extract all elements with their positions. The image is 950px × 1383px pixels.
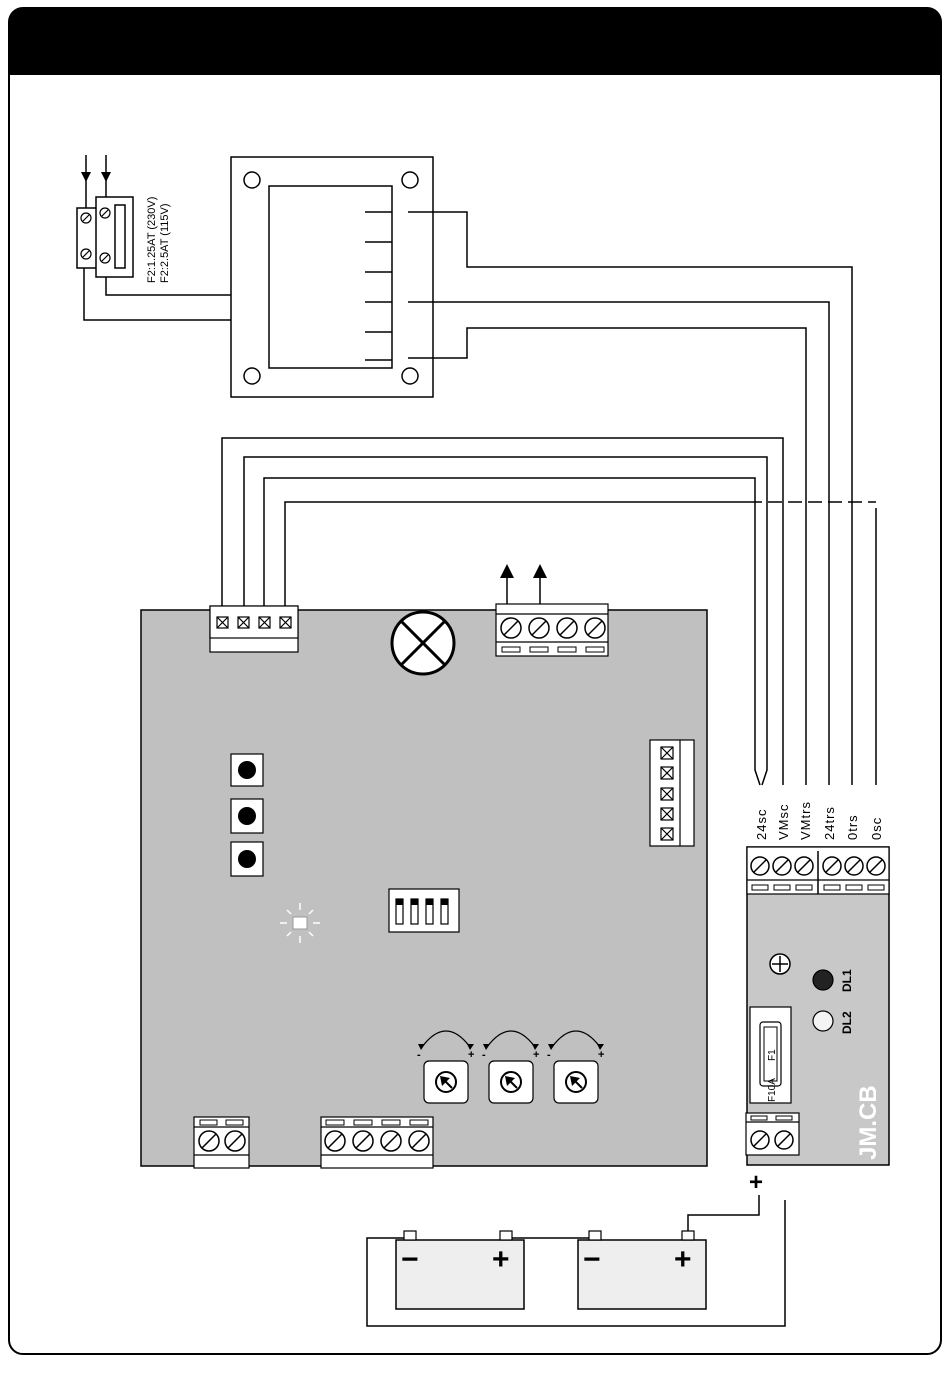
fuse-f1-label: F1 — [767, 1049, 778, 1061]
side-connector — [650, 740, 694, 846]
terminal-label-0trs: 0trs — [845, 814, 860, 840]
module-battery-terminal — [746, 1113, 799, 1155]
lamp-icon — [392, 612, 454, 674]
fuse-rating-label-1: F2:1.25AT (230V) — [146, 197, 158, 283]
trimmer-plus-label: + — [533, 1049, 539, 1061]
trimmer-minus-label: - — [417, 1049, 421, 1061]
led-dl1-label: DL1 — [840, 969, 854, 992]
transformer — [231, 157, 433, 397]
adjust-screw-icon — [770, 954, 790, 974]
led-dl1-icon — [813, 970, 833, 990]
terminal-label-0sc: 0sc — [869, 817, 884, 840]
fuse-holder — [77, 197, 133, 277]
push-buttons — [231, 754, 263, 876]
terminal-label-vmtrs: VMtrs — [798, 801, 813, 840]
trimmer-plus-label: + — [468, 1049, 474, 1061]
battery-2-minus: − — [583, 1243, 601, 1276]
battery-1-plus: + — [492, 1243, 510, 1276]
bottom-terminal-2 — [194, 1117, 249, 1168]
bottom-terminal-4 — [321, 1117, 433, 1168]
fuse-rating-label-2: F2:2.5AT (115V) — [159, 204, 171, 283]
terminal-label-24sc: 24sc — [754, 809, 769, 840]
trimmer-minus-label: - — [482, 1049, 486, 1061]
trimmer-minus-label: - — [547, 1049, 551, 1061]
battery-2-plus: + — [674, 1243, 692, 1276]
battery-1-minus: − — [401, 1243, 419, 1276]
dip-switch — [389, 889, 459, 932]
terminal-label-vmsc: VMsc — [776, 804, 791, 841]
battery-2: − + — [578, 1231, 706, 1309]
led-dl2-icon — [813, 1011, 833, 1031]
battery-1: − + — [396, 1231, 524, 1309]
battery-positive-symbol: + — [749, 1169, 763, 1196]
module-name-label: JM.CB — [855, 1085, 882, 1160]
module-terminal-6 — [747, 847, 889, 894]
control-connector — [210, 606, 298, 652]
trimmer-plus-label: + — [598, 1049, 604, 1061]
terminal-label-24trs: 24trs — [822, 806, 837, 840]
header-bar — [9, 8, 941, 75]
led-dl2-label: DL2 — [840, 1011, 854, 1034]
fuse-f10a-label: F10A — [767, 1078, 778, 1102]
